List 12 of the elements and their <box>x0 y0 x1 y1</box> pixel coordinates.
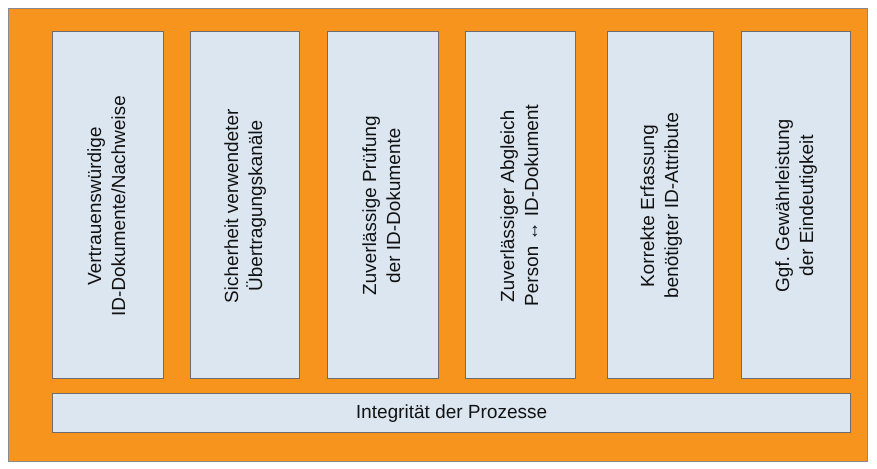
pillar-label: Ggf. Gewährleistung der Eindeutigkeit <box>772 117 819 294</box>
pillar-box <box>741 31 851 379</box>
pillar-box <box>327 31 439 379</box>
pillar-box <box>465 31 576 379</box>
pillar-box <box>52 31 164 379</box>
foundation-box <box>52 393 851 433</box>
pillar-box <box>607 31 714 379</box>
frame-background <box>8 8 868 462</box>
pillar-label: Korrekte Erfassung benötigter ID-Attribute <box>636 111 684 300</box>
foundation-label: Integrität der Prozesse <box>356 402 548 424</box>
pillar-label: Vertrauenswürdige ID-Dokumente/Nachweise <box>84 94 131 318</box>
pillar-box <box>190 31 300 379</box>
